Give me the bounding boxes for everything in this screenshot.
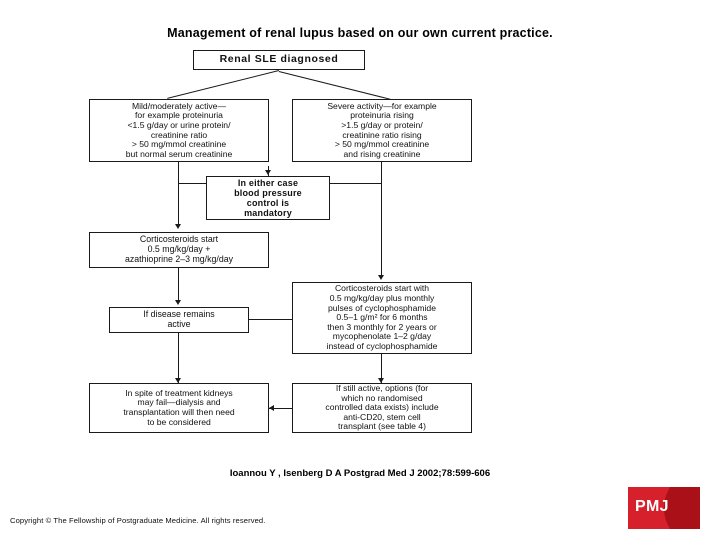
arrowhead-to-bp [264, 170, 271, 175]
flowchart-node-cyclophosphamide: Corticosteroids start with 0.5 mg/kg/day… [292, 282, 472, 354]
node-text-blood-pressure: In either case blood pressure control is… [234, 177, 302, 219]
connector-still-active-to-dialysis [269, 408, 292, 410]
node-text-cyclophosphamide: Corticosteroids start with 0.5 mg/kg/day… [326, 283, 438, 352]
flowchart-figure: Renal SLE diagnosed Mild/moderately acti… [88, 46, 558, 456]
connector-remains-active-to-cyclo [249, 319, 292, 321]
node-text-steroid-start: Corticosteroids start 0.5 mg/kg/day + az… [124, 234, 234, 264]
citation: Ioannou Y , Isenberg D A Postgrad Med J … [229, 468, 491, 479]
connector-steroid-to-remains-active [178, 268, 180, 301]
pmj-logo-text: PMJ [635, 498, 669, 515]
flowchart-node-steroid-start: Corticosteroids start 0.5 mg/kg/day + az… [89, 232, 269, 268]
arrowhead-to-cyclophosphamide [377, 275, 384, 280]
arrowhead-to-dialysis [174, 378, 181, 383]
arrowhead-to-steroid-start [174, 224, 181, 229]
logo-arc-shape [664, 487, 700, 529]
connector-mild-down [178, 162, 180, 184]
node-text-dialysis: In spite of treatment kidneys may fail—d… [123, 387, 235, 427]
slide-title: Management of renal lupus based on our o… [167, 26, 553, 40]
flowchart-node-dialysis: In spite of treatment kidneys may fail—d… [89, 383, 269, 433]
flowchart-node-remains-active: If disease remains active [109, 307, 249, 333]
arrowhead-to-still-active [377, 378, 384, 383]
node-text-diagnosis: Renal SLE diagnosed [219, 53, 339, 66]
connector-cyclo-down [381, 354, 383, 383]
node-text-still-active: If still active, options (for which no r… [325, 382, 439, 432]
arrowhead-to-remains-active [174, 300, 181, 305]
connector-diagnosis-to-severe [278, 71, 391, 100]
connector-diagnosis-to-mild [167, 69, 279, 99]
flowchart-node-blood-pressure: In either case blood pressure control is… [206, 176, 330, 220]
arrowhead-to-dialysis-left [269, 404, 274, 411]
node-text-severe: Severe activity—for example proteinuria … [327, 100, 437, 159]
connector-bp-stem [268, 166, 270, 184]
pmj-logo: PMJ [628, 487, 700, 529]
copyright-notice: Copyright © The Fellowship of Postgradua… [10, 516, 266, 525]
connector-severe-down [381, 162, 383, 184]
connector-left-rail [178, 183, 180, 226]
connector-right-rail [381, 183, 383, 277]
flowchart-node-severe: Severe activity—for example proteinuria … [292, 99, 472, 162]
flowchart-node-mild-moderate: Mild/moderately active— for example prot… [89, 99, 269, 162]
connector-left-down-to-dialysis [178, 333, 180, 383]
flowchart-node-still-active: If still active, options (for which no r… [292, 383, 472, 433]
node-text-mild-moderate: Mild/moderately active— for example prot… [125, 100, 233, 159]
flowchart-node-diagnosis: Renal SLE diagnosed [193, 50, 365, 70]
node-text-remains-active: If disease remains active [143, 309, 215, 329]
